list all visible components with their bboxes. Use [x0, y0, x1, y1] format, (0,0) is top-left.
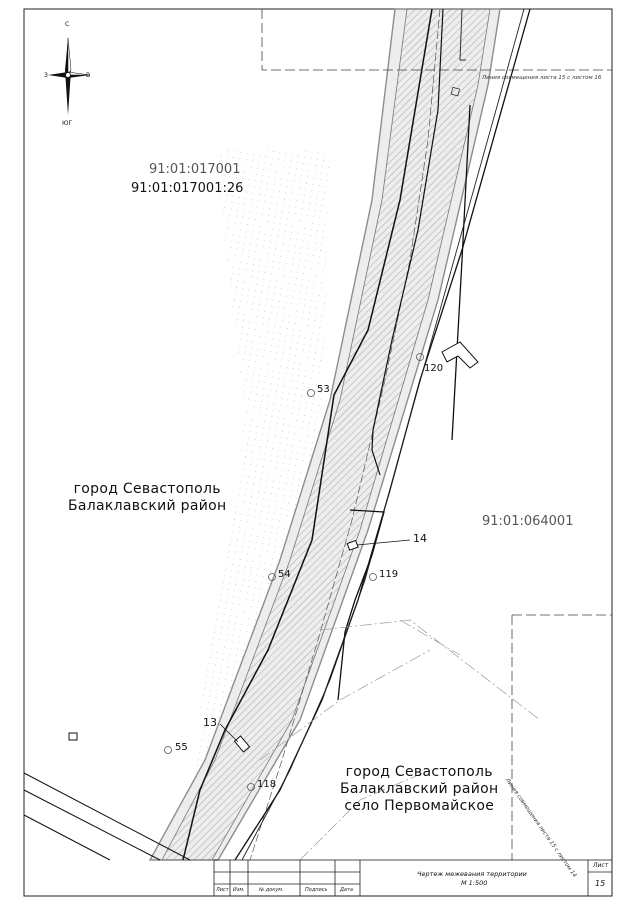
structure-top — [459, 8, 466, 61]
point-53-marker — [307, 389, 315, 397]
small-parcel — [337, 509, 385, 701]
stamp-col-sign: Подпись — [305, 887, 328, 893]
point-120-label: 120 — [424, 363, 444, 374]
structure-14-label: 14 — [413, 532, 427, 545]
adjacent-sheet-right — [511, 614, 612, 860]
area-name-left: город Севастополь Балаклавский район — [68, 482, 226, 513]
lower-left-lines — [23, 772, 191, 861]
structure-13 — [233, 735, 251, 753]
area-left-city: город Севастополь — [73, 481, 221, 497]
road-corridor-hatch — [161, 8, 491, 861]
compass-east-label: В — [86, 72, 91, 79]
leader-14 — [356, 539, 411, 546]
area-left-district: Балаклавский район — [68, 498, 227, 514]
marker-square-top — [450, 86, 461, 97]
compass-south-label: ЮГ — [62, 120, 73, 127]
road-centerline — [249, 8, 441, 861]
stamp-col-date: Дата — [340, 887, 353, 893]
marker-square-left — [68, 732, 78, 741]
stamp-sheet-number: 15 — [595, 879, 606, 888]
compass-north-label: С — [65, 21, 70, 28]
area-right-village: село Первомайское — [344, 798, 495, 814]
point-54-marker — [268, 573, 276, 581]
structure-13-label: 13 — [203, 716, 217, 729]
point-119-label: 119 — [379, 569, 399, 580]
grey-lines-lower — [259, 619, 541, 861]
area-right-city: город Севастополь — [345, 764, 493, 780]
area-name-right: город Севастополь Балаклавский район сел… — [340, 765, 498, 813]
structure-14 — [346, 539, 359, 551]
adjacent-sheet-outline — [261, 9, 612, 71]
compass-west-label: З — [44, 72, 48, 79]
stamp-col-change: Изм. — [233, 887, 245, 893]
parcel-outline-upper-right — [451, 104, 471, 441]
stamp-sheet-label: Лист — [593, 862, 609, 869]
point-53-label: 53 — [317, 384, 330, 395]
stamp-col-sheet: Лист — [216, 887, 229, 893]
leader-13 — [219, 723, 239, 743]
parcel-number: 91:01:017001:26 — [131, 181, 244, 196]
stamp-col-doc: № докум. — [259, 887, 284, 893]
point-55-label: 55 — [175, 742, 188, 753]
point-55-marker — [164, 746, 172, 754]
point-54-label: 54 — [278, 569, 291, 580]
point-120-marker — [416, 353, 424, 361]
boundary-line-inner — [371, 8, 444, 476]
boundary-line-left — [182, 8, 433, 861]
compass-rose — [48, 37, 91, 115]
quarter-number-right: 91:01:064001 — [482, 514, 574, 529]
match-line-note-top: Линия совмещения листа 15 с листом 16 — [482, 75, 602, 81]
title-block-lines — [213, 859, 613, 897]
stamp-scale: М 1:500 — [461, 879, 488, 887]
point-118-marker — [247, 783, 255, 791]
structure-120 — [441, 341, 479, 369]
point-119-marker — [369, 573, 377, 581]
point-118-label: 118 — [257, 779, 277, 790]
quarter-number-gray: 91:01:017001 — [149, 162, 241, 177]
area-right-district: Балаклавский район — [340, 781, 499, 797]
stamp-title: Чертеж межевания территории — [417, 870, 527, 878]
